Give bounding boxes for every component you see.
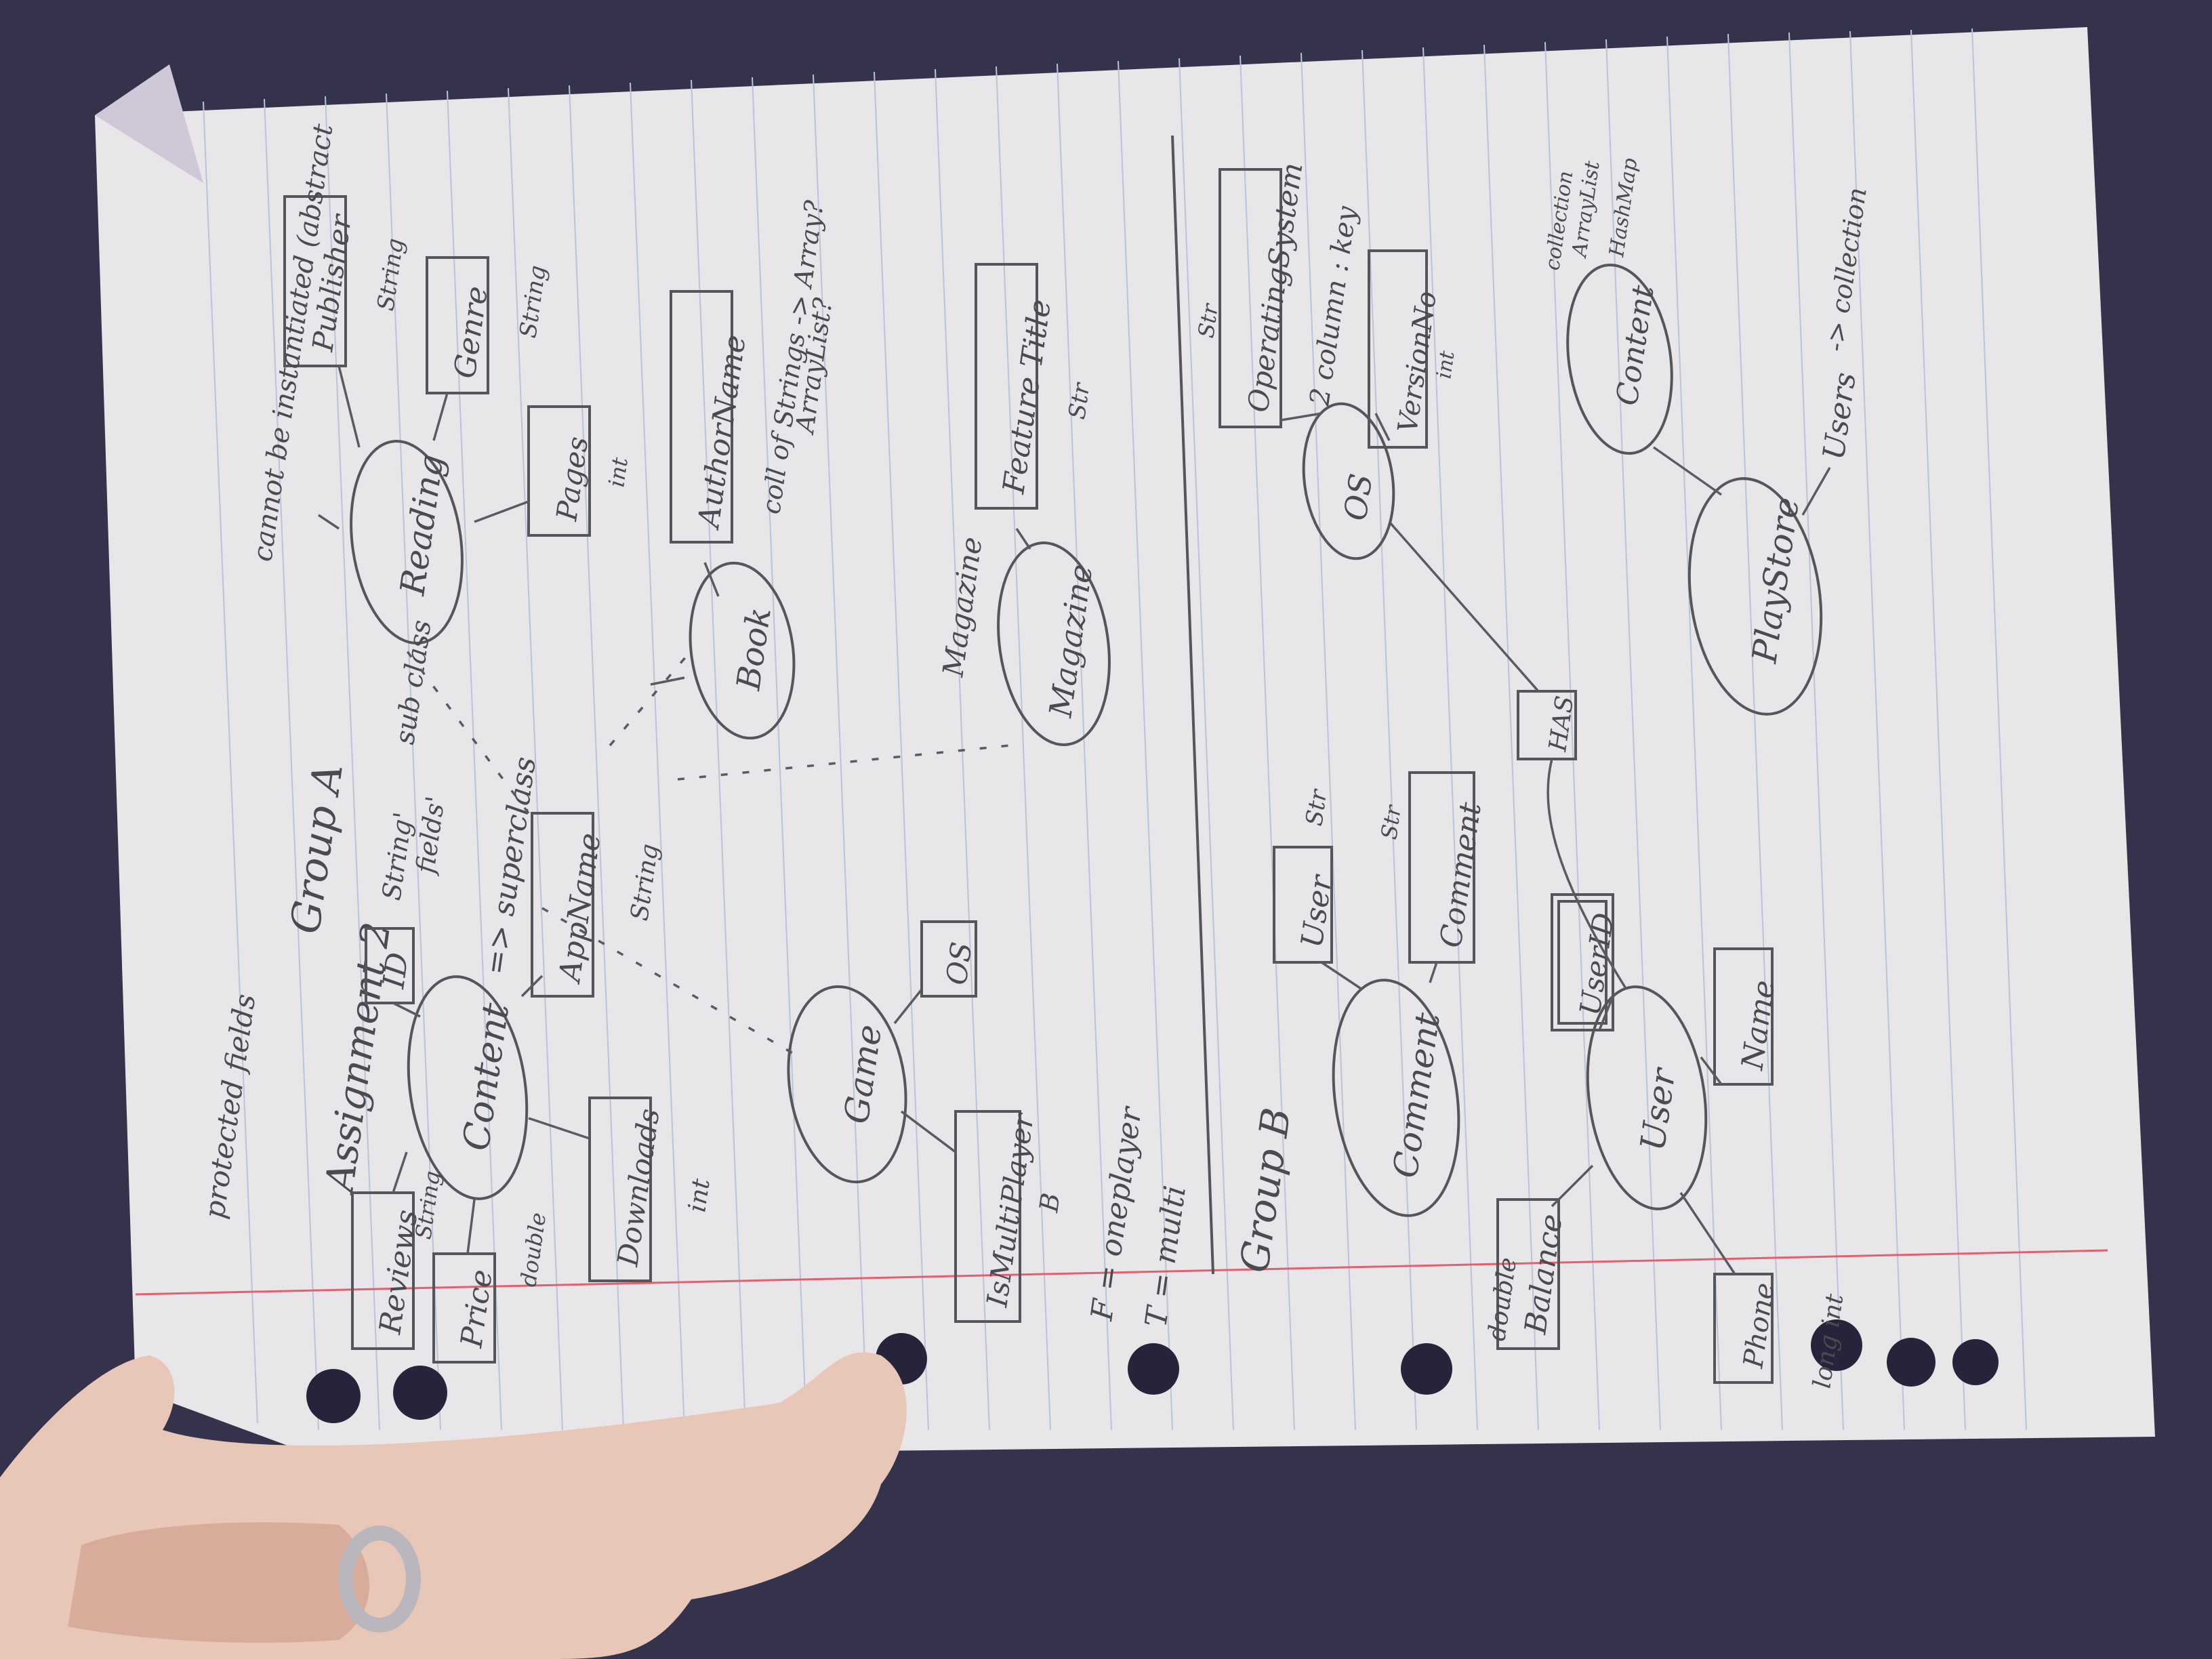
name-attribute: [1713, 947, 1774, 1086]
margin-line: [135, 1249, 2108, 1296]
hand: [0, 1352, 907, 1659]
versionno-attribute: [1368, 249, 1428, 449]
book-entity: [689, 561, 796, 740]
ring: [338, 1525, 421, 1633]
reading-entity: [350, 440, 464, 644]
price-attribute: [432, 1252, 496, 1364]
reviews-attribute: [351, 1191, 415, 1350]
magazine-entity: [997, 541, 1111, 746]
id-attribute: [365, 927, 415, 1004]
balance-attribute: [1496, 1198, 1560, 1350]
os-entity-label: OS: [1336, 471, 1379, 523]
inherit-game-line: [541, 907, 800, 1059]
playstore-content-entity: [1566, 263, 1673, 455]
appname-attribute: [531, 812, 594, 998]
downloads-type: int: [683, 1176, 716, 1214]
authorname-attribute: [670, 290, 733, 544]
game-os-label: OS: [939, 940, 978, 987]
content-entity: [407, 975, 529, 1200]
hand-finger: [68, 1522, 369, 1643]
phone-attribute: [1713, 1273, 1774, 1384]
comment-user-attribute: [1273, 846, 1333, 964]
id-label: ID: [376, 950, 415, 991]
comment-text-attribute: [1408, 771, 1475, 964]
publisher-attribute: [283, 195, 347, 367]
comment-entity: [1332, 979, 1460, 1217]
comment-text-type: Str: [1376, 803, 1406, 842]
userid-inner-box: [1557, 900, 1607, 1025]
game-os-attribute: [920, 920, 977, 998]
ruled-lines: [203, 28, 2027, 1431]
notebook-paper: [95, 27, 2155, 1457]
pages-type: int: [603, 455, 633, 489]
ismultiplayer-type: B: [1033, 1191, 1066, 1214]
pages-attribute: [527, 405, 591, 537]
has-relationship: [1517, 690, 1577, 760]
game-entity: [787, 985, 907, 1184]
operatingsystem-attribute: [1218, 168, 1282, 428]
ismultiplayer-attribute: [954, 1110, 1021, 1323]
downloads-attribute: [588, 1097, 652, 1282]
playstore-entity: [1687, 477, 1823, 716]
group-divider: [1171, 135, 1214, 1275]
userid-attribute: [1551, 893, 1614, 1031]
user-entity: [1586, 985, 1708, 1210]
os-entity: [1302, 402, 1395, 560]
operatingsystem-type: Str: [1193, 302, 1223, 340]
versionno-type: int: [1432, 349, 1459, 380]
comment-user-type: Str: [1300, 787, 1332, 827]
folded-corner: [95, 64, 203, 183]
punch-holes: [306, 1319, 1999, 1423]
genre-attribute: [426, 256, 489, 394]
featuretitle-type: Str: [1063, 380, 1095, 421]
featuretitle-attribute: [975, 263, 1038, 510]
